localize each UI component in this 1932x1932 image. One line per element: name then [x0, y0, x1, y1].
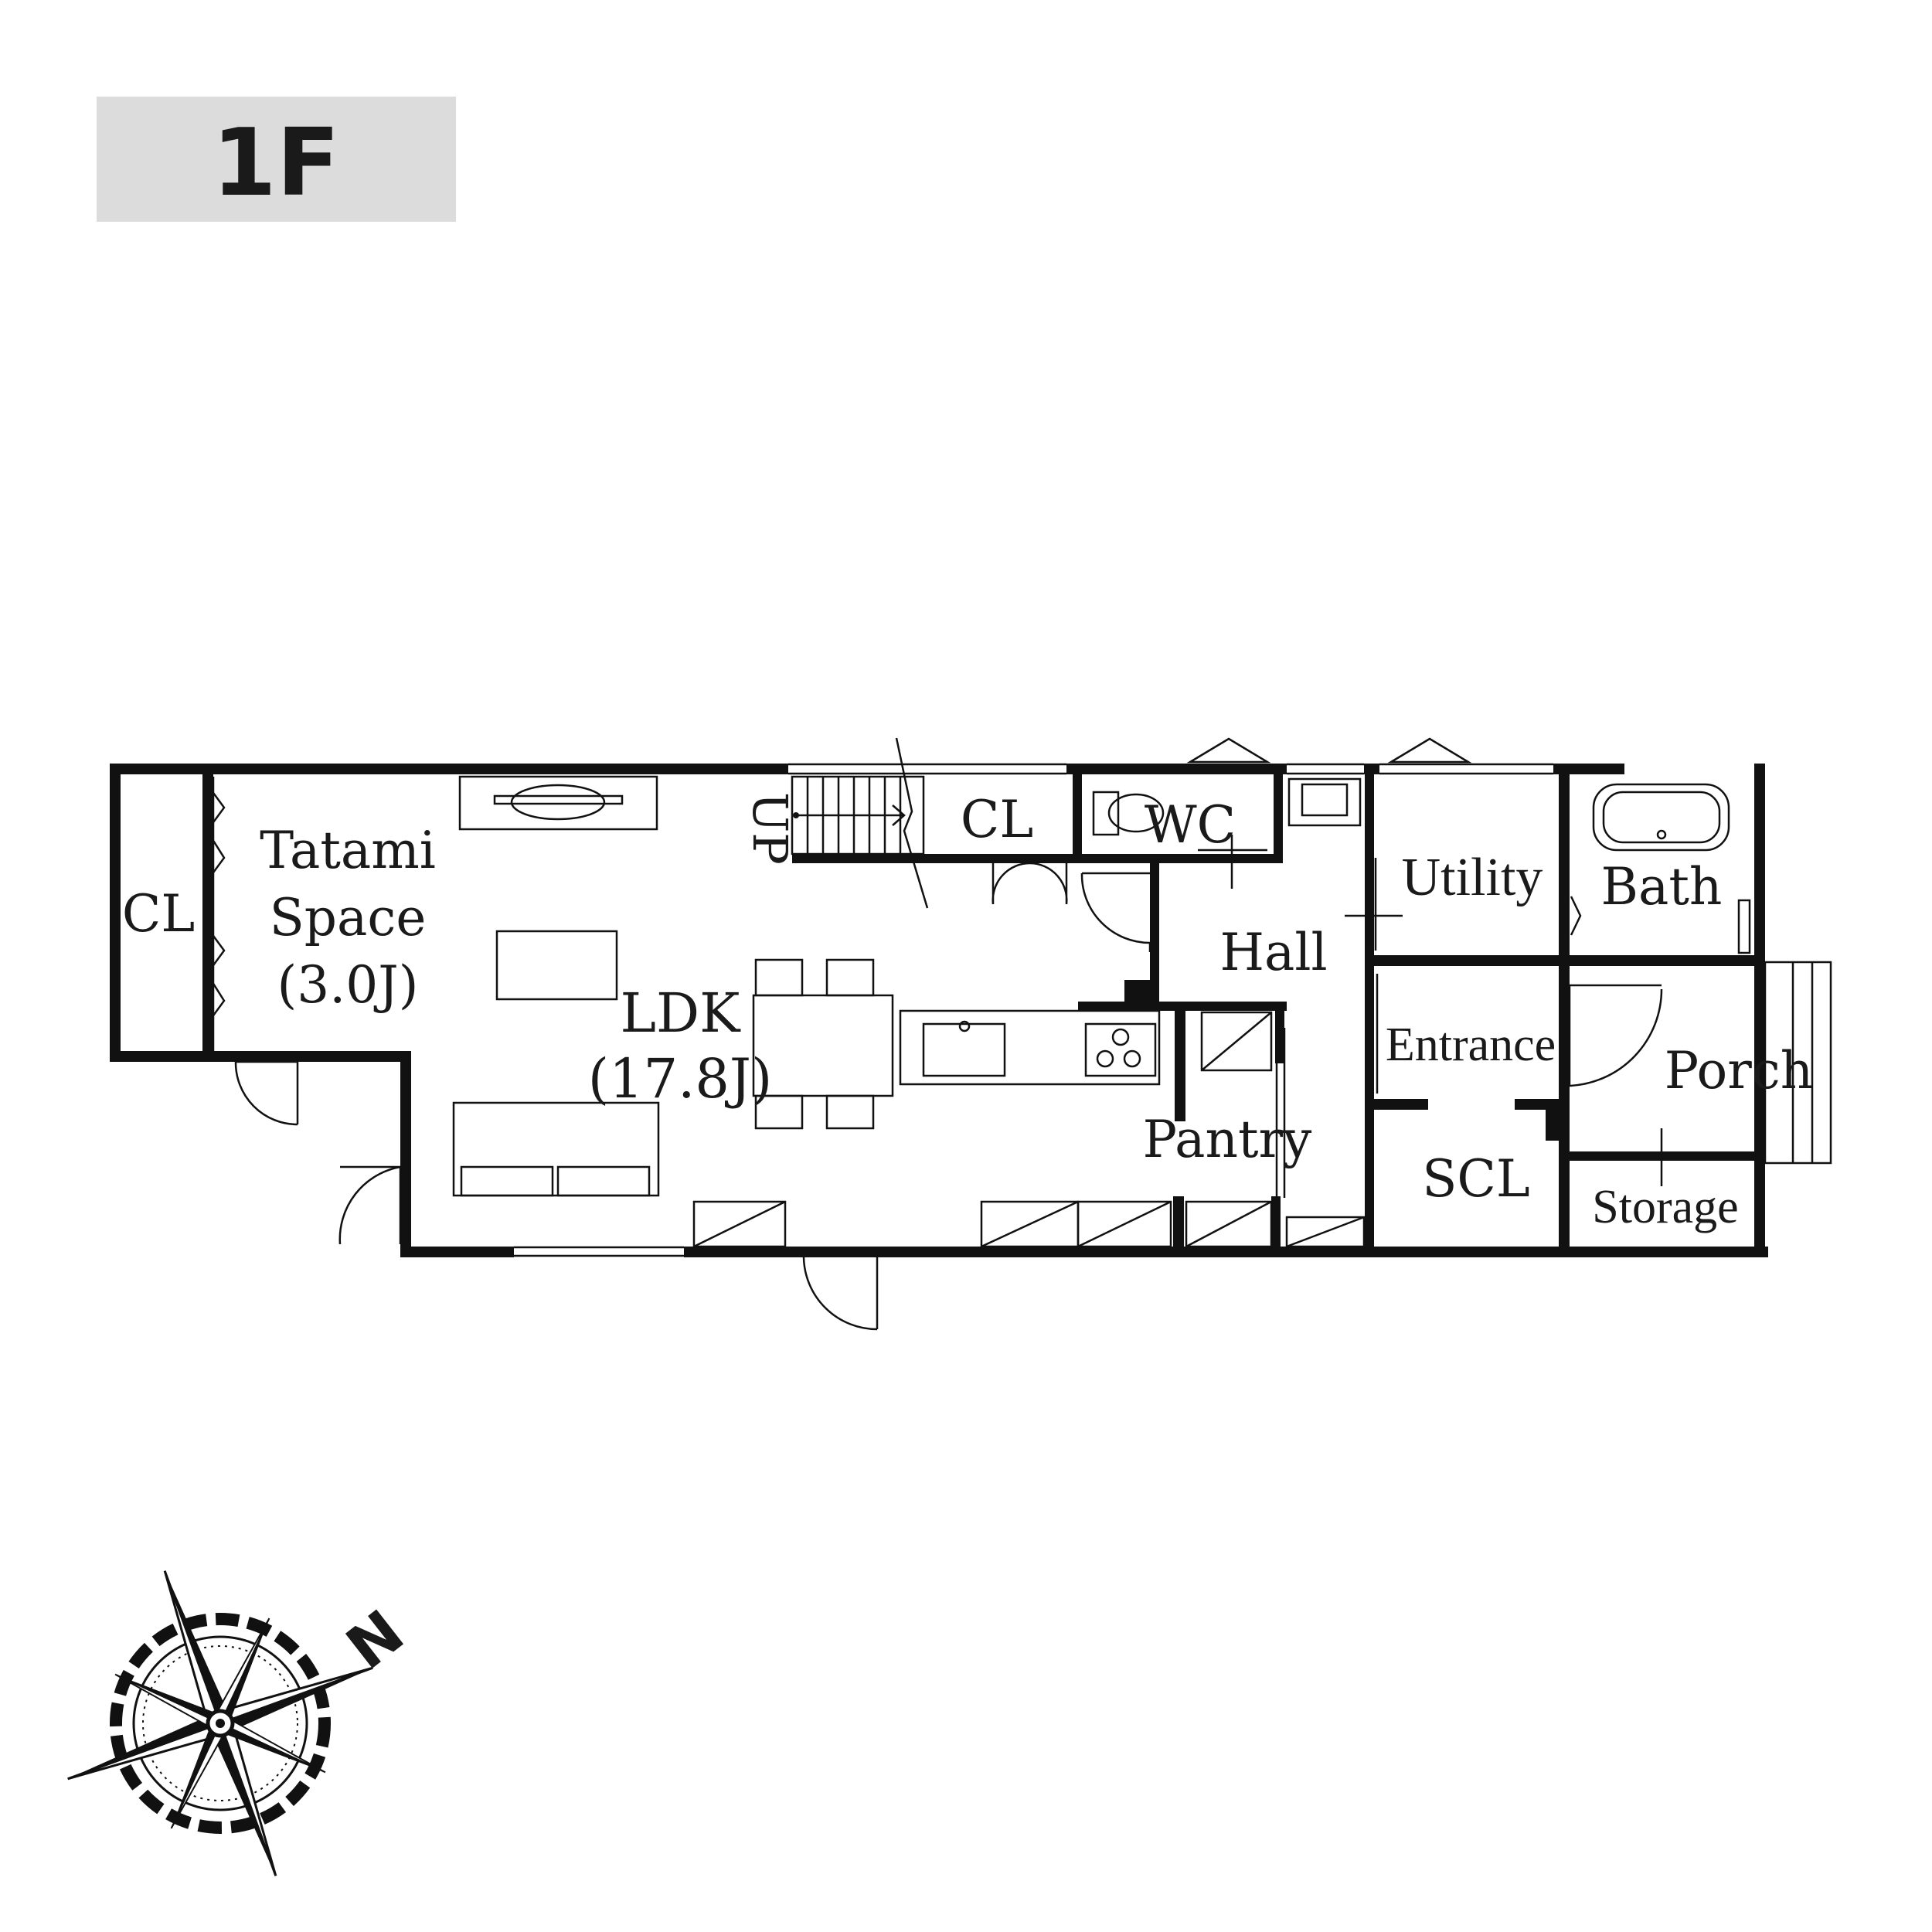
- room-label-tatami-1: Tatami: [260, 821, 436, 880]
- room-label-bath: Bath: [1601, 857, 1723, 917]
- room-labels: CL Tatami Space (3.0J) LDK (17.8J) UP CL…: [122, 790, 1813, 1233]
- compass-north-label: N: [335, 1597, 417, 1683]
- room-label-ldk-1: LDK: [621, 981, 742, 1045]
- room-label-hall: Hall: [1219, 923, 1327, 982]
- room-label-porch: Porch: [1665, 1041, 1814, 1100]
- compass-rose: [67, 1570, 373, 1876]
- doors: [206, 777, 1663, 1331]
- furniture: [452, 775, 1832, 1248]
- stairs: [791, 737, 929, 909]
- interior-walls: [202, 774, 1765, 1257]
- room-label-cl-stair: CL: [961, 790, 1033, 849]
- room-label-wc: WC: [1145, 795, 1236, 855]
- room-label-entrance: Entrance: [1386, 1019, 1556, 1071]
- windows: [514, 737, 1553, 1258]
- room-label-up: UP: [742, 792, 798, 865]
- floor-label: 1F: [212, 110, 339, 217]
- room-label-tatami-3: (3.0J): [277, 955, 419, 1015]
- room-label-tatami-2: Space: [270, 888, 427, 947]
- room-label-utility: Utility: [1402, 848, 1543, 907]
- room-label-cl-west: CL: [122, 884, 195, 944]
- room-label-pantry: Pantry: [1143, 1110, 1312, 1169]
- room-label-scl: SCL: [1422, 1149, 1530, 1209]
- floor-label-box: [97, 97, 456, 222]
- room-label-ldk-2: (17.8J): [588, 1047, 773, 1111]
- room-label-storage: Storage: [1592, 1181, 1738, 1233]
